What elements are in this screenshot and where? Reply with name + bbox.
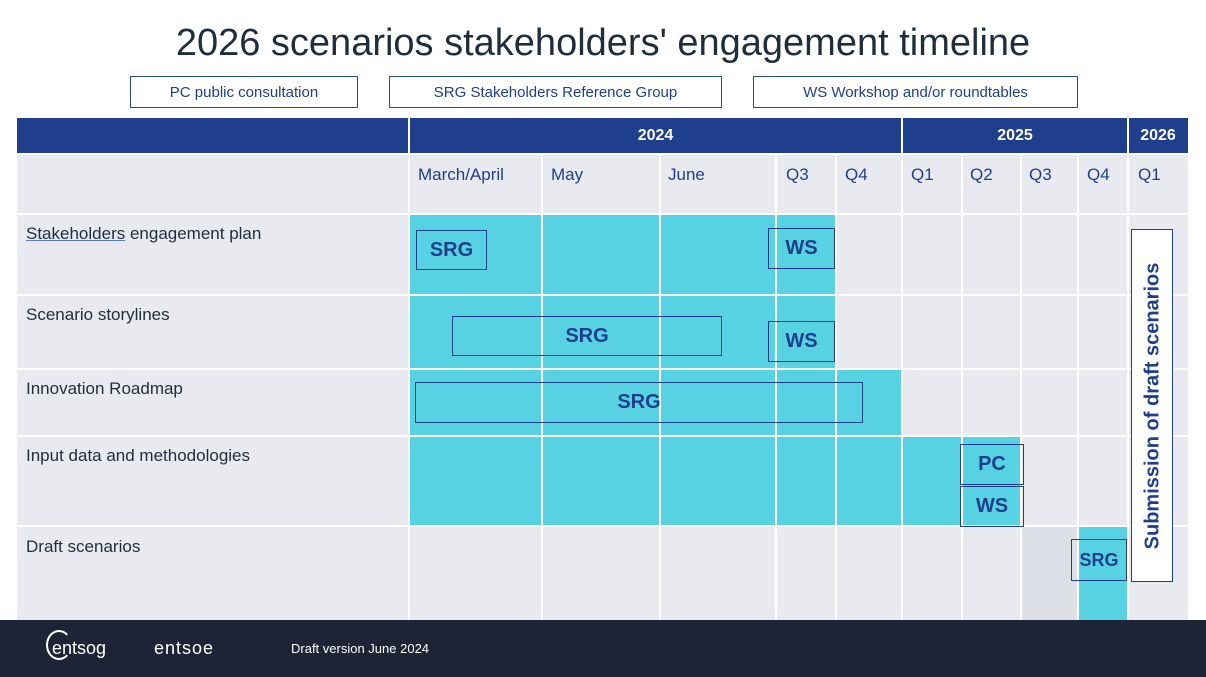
grid-line (541, 153, 543, 620)
grid-line (775, 153, 777, 620)
period-2025-q4: Q4 (1087, 165, 1110, 184)
grid-line (17, 294, 1188, 296)
legend-ws: WS Workshop and/or roundtables (753, 76, 1078, 108)
marker-ws: WS (768, 321, 835, 362)
period-2024-q4: Q4 (845, 165, 868, 184)
marker-pc: PC (960, 444, 1024, 485)
entsoe-logo: entsoe (154, 638, 215, 658)
entsog-logo: entsog (52, 638, 107, 658)
row-label-innovation-roadmap: Innovation Roadmap (26, 379, 183, 398)
row-label-input-data: Input data and methodologies (26, 446, 251, 465)
grid-line (17, 525, 1188, 527)
bar-innovation-roadmap (409, 369, 902, 436)
row-label-rest: engagement plan (125, 224, 262, 243)
bar-engagement-plan (409, 215, 835, 295)
marker-srg: SRG (416, 230, 487, 270)
year-2026: 2026 (1140, 126, 1176, 144)
grid-line (1127, 118, 1129, 620)
period-2024-q3: Q3 (786, 165, 809, 184)
grid-line (961, 153, 963, 620)
period-2026-q1: Q1 (1138, 165, 1161, 184)
grid-line (659, 153, 661, 620)
submission-label: Submission of draft scenarios (1141, 262, 1164, 550)
period-2025-q1: Q1 (911, 165, 934, 184)
grid-line (408, 118, 410, 620)
period-2025-q3: Q3 (1029, 165, 1052, 184)
bar-storylines (409, 295, 835, 369)
cell-draft-q3 (1020, 526, 1078, 620)
bar-input-data (409, 436, 1020, 526)
marker-srg: SRG (415, 382, 863, 423)
period-2025-q2: Q2 (970, 165, 993, 184)
grid-line (1077, 153, 1079, 620)
footer-bar: entsog entsoe Draft version June 2024 (0, 620, 1206, 677)
legend-pc: PC public consultation (130, 76, 358, 108)
grid-line (17, 435, 1188, 437)
marker-ws: WS (960, 486, 1024, 527)
grid-line (901, 118, 903, 620)
grid-line (17, 153, 1188, 155)
period-march-april: March/April (418, 165, 504, 184)
entsog-logo-icon (46, 630, 72, 660)
bar-draft-scenarios (1078, 526, 1128, 620)
grid-line (1020, 153, 1022, 620)
marker-srg: SRG (452, 316, 722, 356)
row-label-draft-scenarios: Draft scenarios (26, 537, 141, 556)
period-june: June (668, 165, 705, 184)
row-label-storylines: Scenario storylines (26, 305, 170, 324)
row-label-engagement-plan: Stakeholders engagement plan (26, 224, 261, 244)
year-2024: 2024 (637, 126, 674, 144)
legend-srg: SRG Stakeholders Reference Group (389, 76, 722, 108)
year-header-row (17, 118, 1188, 153)
page-title: 2026 scenarios stakeholders' engagement … (175, 22, 1031, 64)
draft-version-note: Draft version June 2024 (291, 641, 430, 656)
grid-line (17, 213, 1188, 215)
period-may: May (551, 165, 584, 184)
submission-box: Submission of draft scenarios (1131, 229, 1173, 582)
grid-line (17, 368, 1188, 370)
grid-line (835, 153, 837, 620)
row-label-underlined-word: Stakeholders (26, 224, 126, 243)
year-2025: 2025 (997, 126, 1033, 144)
marker-srg: SRG (1071, 539, 1127, 581)
marker-ws: WS (768, 228, 835, 269)
